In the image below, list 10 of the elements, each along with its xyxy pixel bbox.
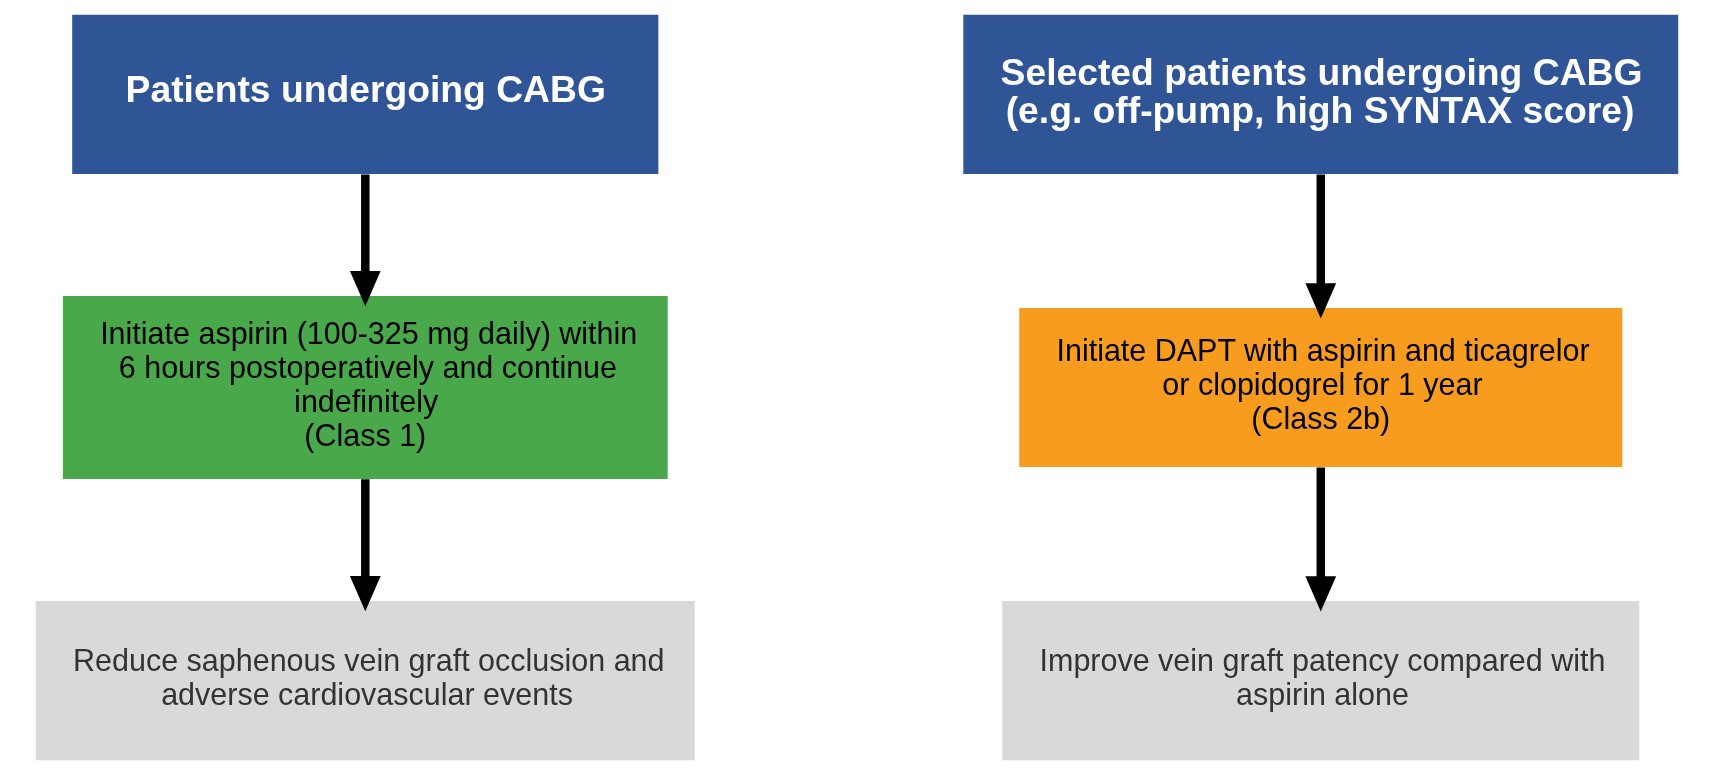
node-box: Reduce saphenous vein graft occlusion and adverse cardiovascular events xyxy=(35,600,695,761)
arrow xyxy=(1304,174,1336,319)
node-box: Initiate DAPT with aspirin and ticagrelor or clopidogrel for 1 year (Class 2b) xyxy=(1018,307,1622,468)
node-box: Patients undergoing CABG xyxy=(71,14,658,175)
node-box: Improve vein graft patency compared with aspirin alone xyxy=(1001,600,1639,761)
arrow xyxy=(1304,467,1336,612)
node-box: Initiate aspirin (100-325 mg daily) within 6 hours postoperatively and continue indefinitely (Class 1) xyxy=(62,296,668,479)
node-box: Selected patients undergoing CABG (e.g. off-pump, high SYNTAX score) xyxy=(962,14,1678,175)
arrow xyxy=(349,479,381,612)
arrow xyxy=(349,174,381,307)
